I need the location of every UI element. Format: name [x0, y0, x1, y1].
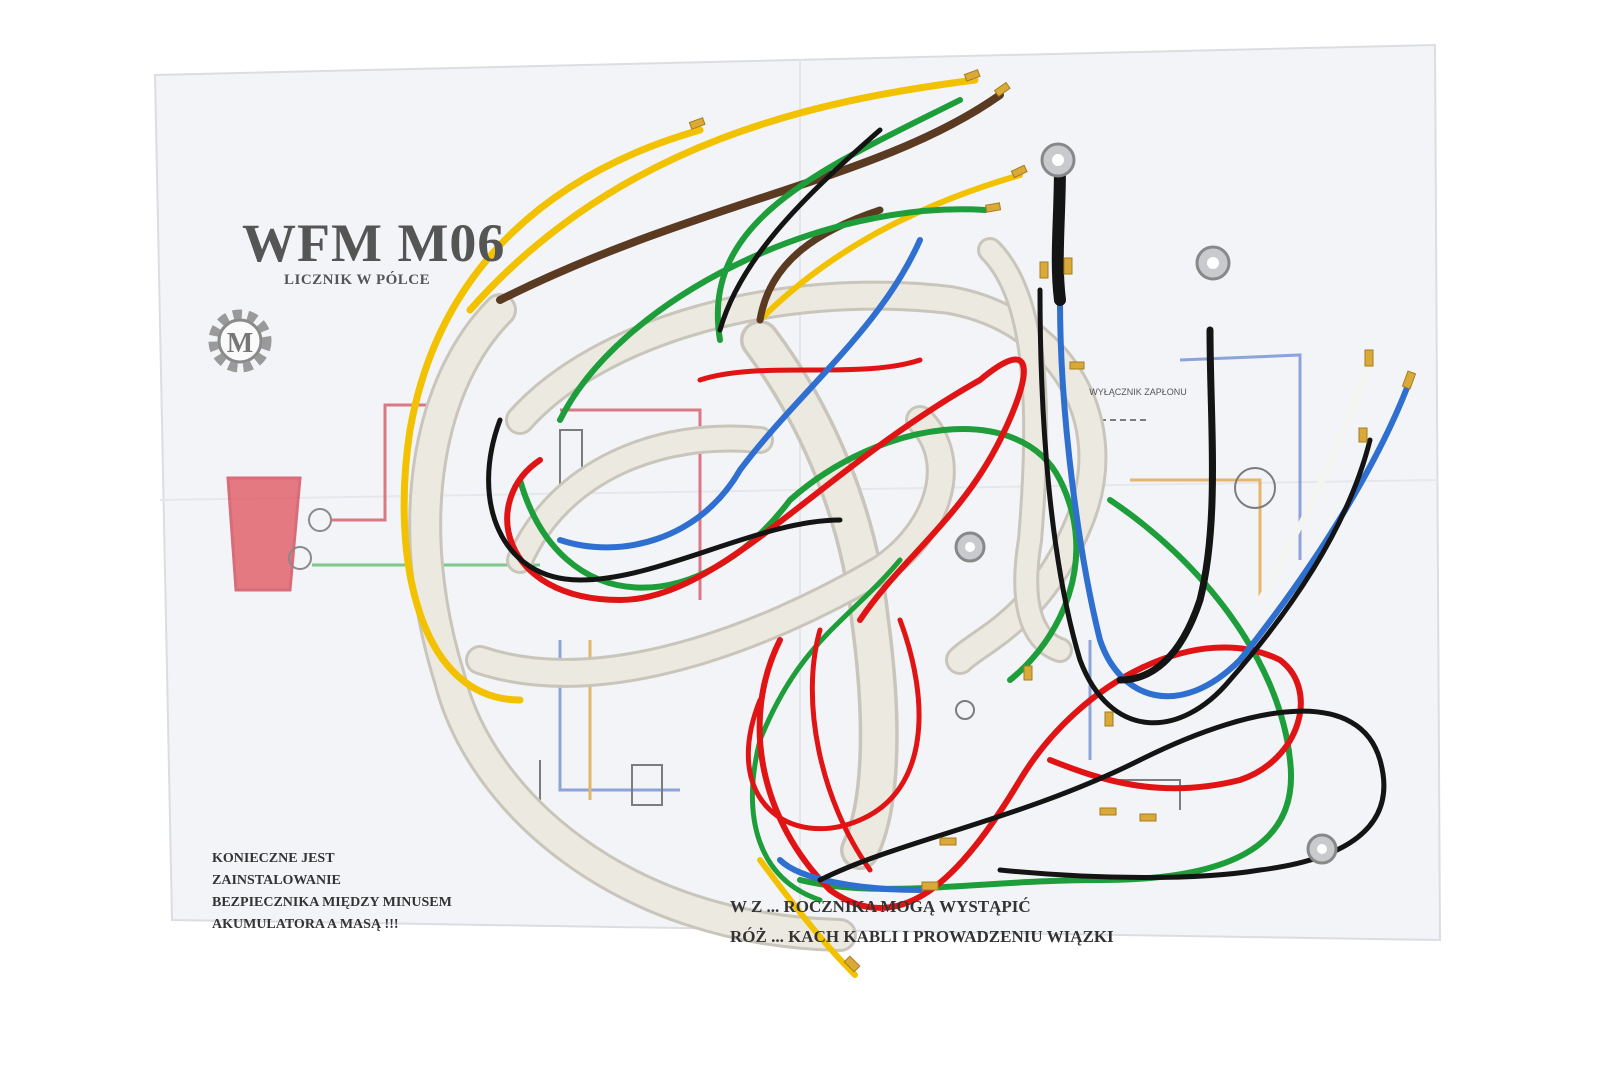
warning-line: ZAINSTALOWANIE: [212, 873, 341, 888]
green-wire: [557, 206, 988, 423]
warning-line: BEZPIECZNIKA MIĘDZY MINUSEM: [212, 895, 452, 910]
logo-letter: M: [227, 328, 253, 359]
black-wire: [486, 417, 843, 583]
gear-logo-icon: M: [208, 309, 272, 373]
black-wire: [717, 127, 883, 333]
ring-terminals: [954, 142, 1338, 865]
blue-wire: [557, 237, 923, 551]
brown-wire: [756, 206, 884, 324]
wire-harness-sheath: [408, 237, 1108, 952]
black-wire: [817, 708, 1387, 883]
blue-wire: [777, 857, 923, 893]
brown-wire: [496, 91, 1004, 304]
spade-terminals: [688, 69, 1417, 973]
black-wire: [1051, 159, 1066, 306]
colored-wires: [400, 76, 1413, 978]
yellow-wire: [400, 126, 704, 704]
fuse-warning: KONIECZNE JEST ZAINSTALOWANIE BEZPIECZNI…: [212, 848, 472, 936]
warning-line: AKUMULATORA A MASĄ !!!: [212, 917, 399, 932]
sheet-title: WFM M06: [242, 213, 506, 273]
warning-line: KONIECZNE JEST: [212, 851, 335, 866]
green-wire: [714, 97, 963, 343]
sheet-subtitle: LICZNIK W PÓLCE: [284, 272, 431, 288]
variation-note: W Z ... ROCZNIKA MOGĄ WYSTĄPIĆ RÓŻ ... K…: [730, 892, 1330, 952]
red-wire: [697, 357, 923, 383]
yellow-wire: [757, 172, 1023, 323]
green-wire: [517, 426, 1080, 683]
black-wire: [1037, 287, 1373, 726]
note-line: W Z ... ROCZNIKA MOGĄ WYSTĄPIĆ: [730, 897, 1031, 916]
note-line: RÓŻ ... KACH KABLI I PROWADZENIU WIĄZKI: [730, 927, 1114, 946]
yellow-wire: [466, 76, 979, 314]
black-wire: [1116, 326, 1216, 684]
yellow-wire: [757, 857, 858, 978]
diagram-switch-label: WYŁĄCZNIK ZAPŁONU: [1089, 387, 1187, 397]
red-wire: [504, 356, 1027, 623]
red-wire: [745, 617, 922, 832]
white-wire: [1257, 357, 1373, 603]
red-wire: [809, 627, 873, 873]
